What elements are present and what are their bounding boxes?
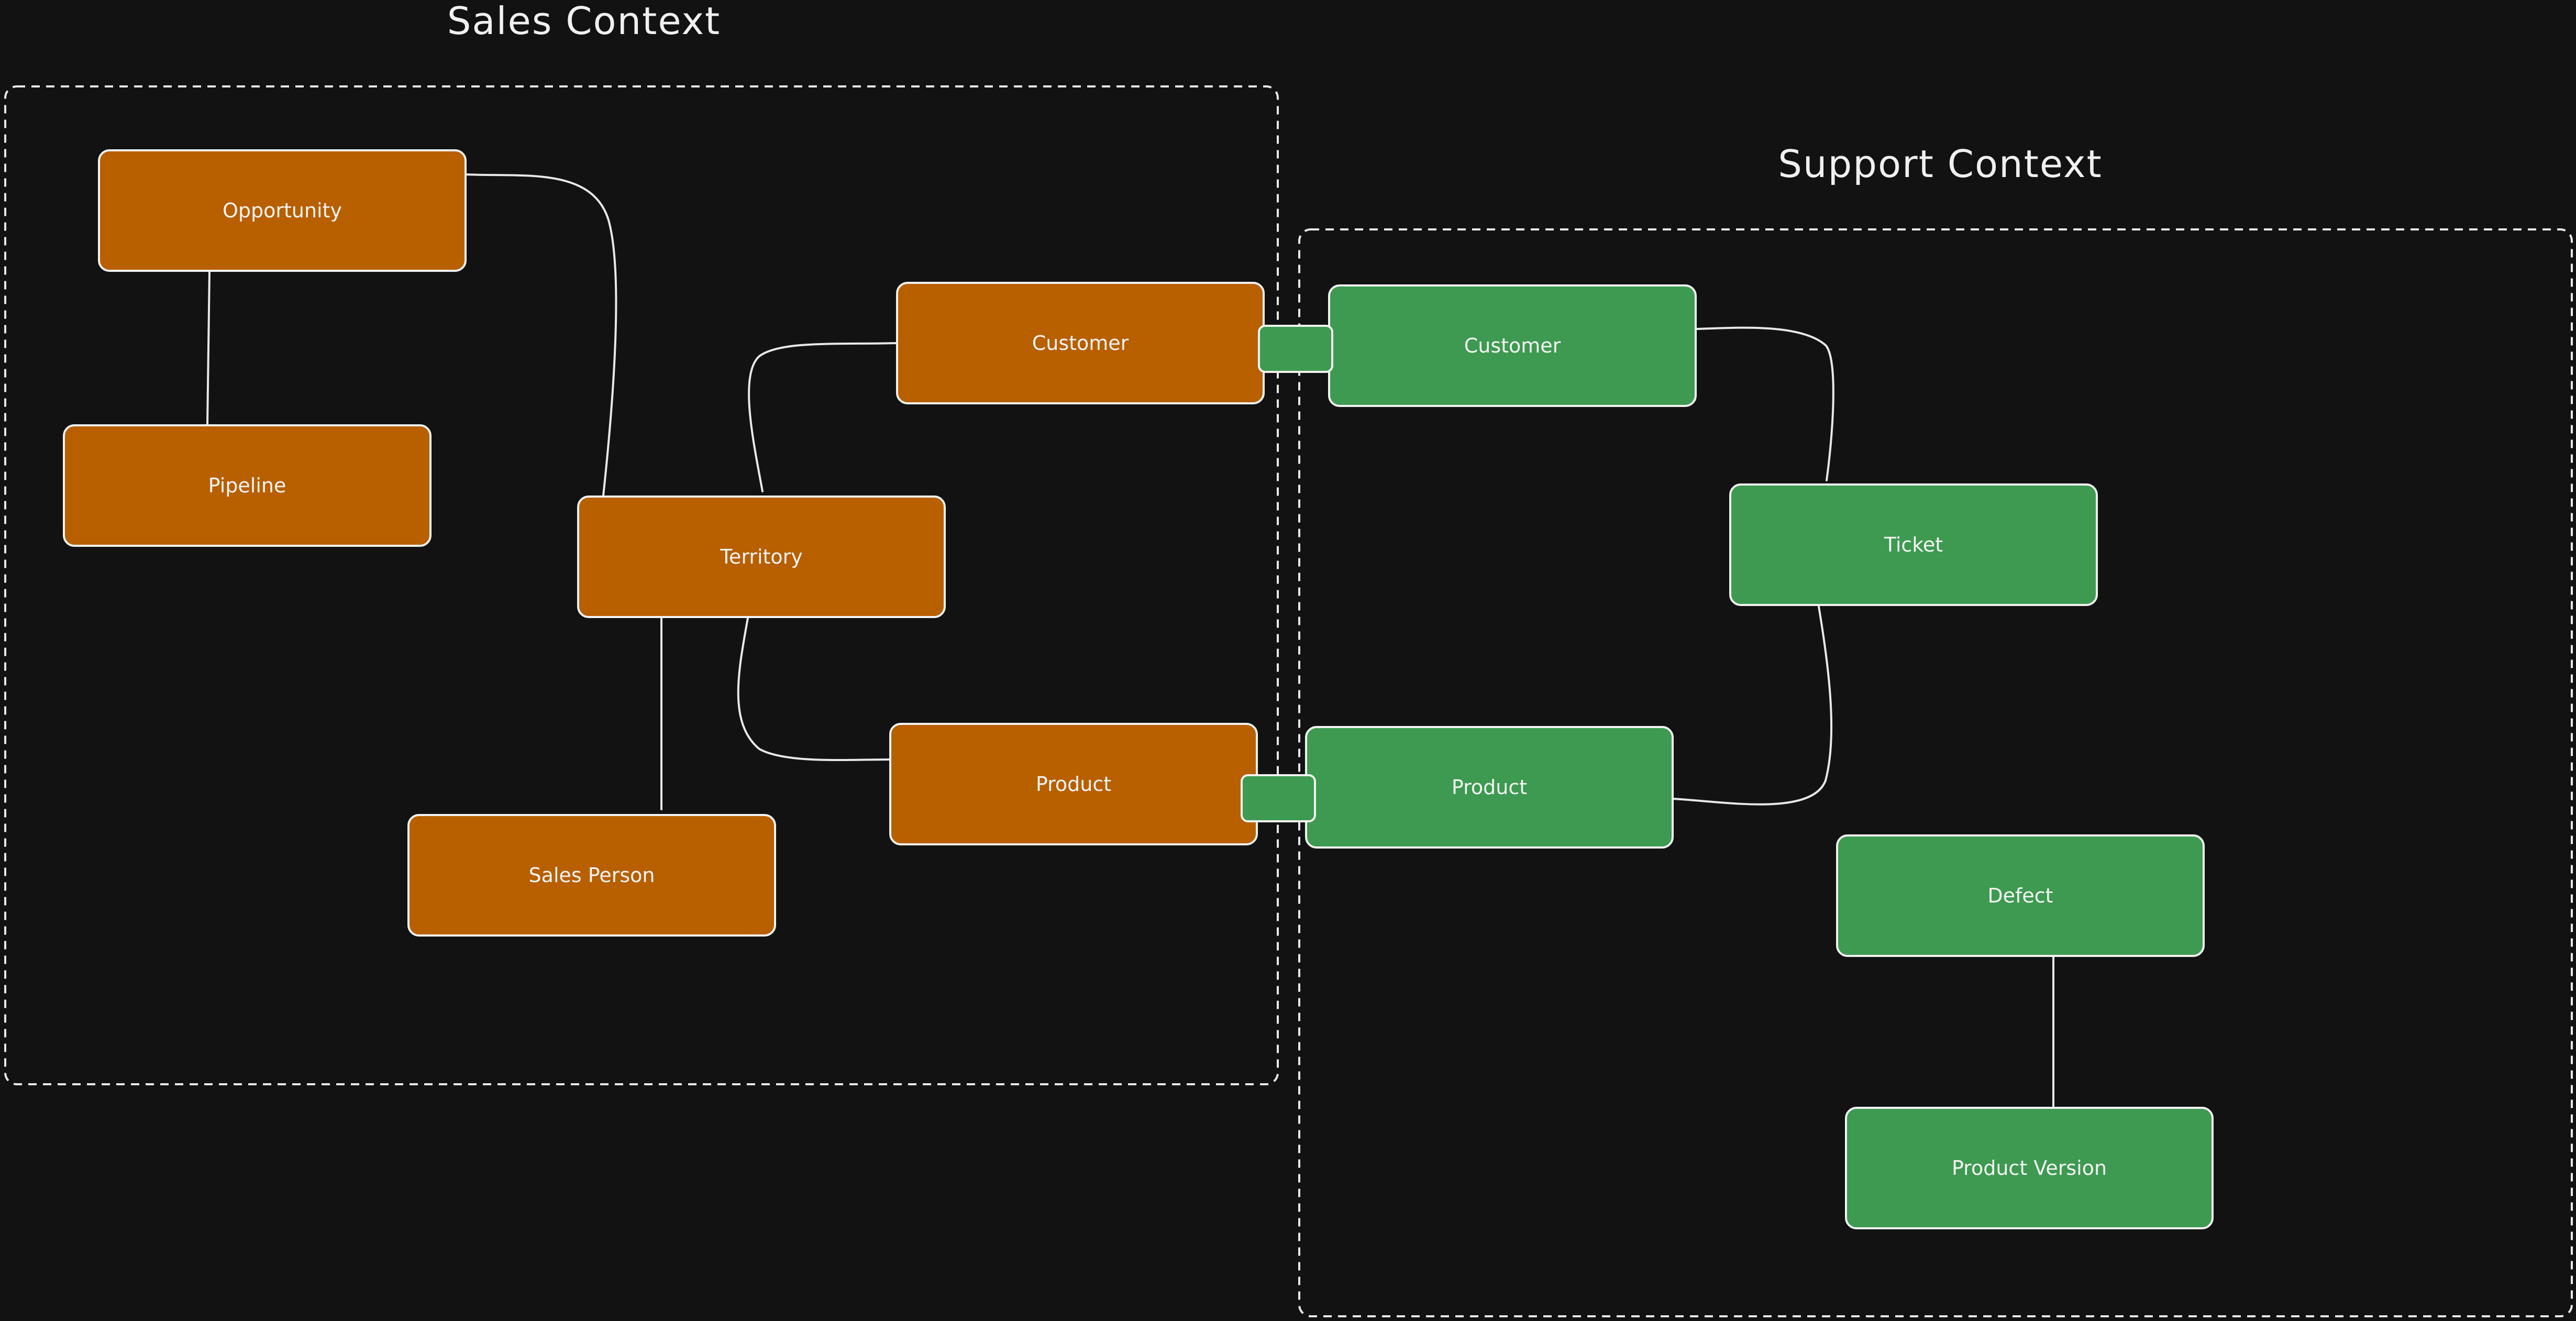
edge-territory-product xyxy=(737,617,891,762)
edge-customer-territory xyxy=(748,342,898,492)
node-label: Product Version xyxy=(1952,1157,2107,1180)
node-label: Territory xyxy=(720,545,803,568)
edge-opportunity-pipeline xyxy=(206,270,211,425)
node-label: Customer xyxy=(1464,334,1561,357)
node-sales-pipeline[interactable]: Pipeline xyxy=(63,424,432,547)
node-support-product[interactable]: Product xyxy=(1305,726,1674,849)
node-sales-product[interactable]: Product xyxy=(889,723,1258,845)
node-label: Pipeline xyxy=(208,474,286,497)
node-sales-sales-person[interactable]: Sales Person xyxy=(407,814,776,937)
node-label: Opportunity xyxy=(223,199,342,222)
node-support-product-version[interactable]: Product Version xyxy=(1845,1107,2214,1229)
support-context-title: Support Context xyxy=(1778,142,2103,186)
node-label: Product xyxy=(1036,773,1111,796)
node-label: Product xyxy=(1452,776,1527,799)
edge-opportunity-territory xyxy=(465,173,617,497)
node-sales-opportunity[interactable]: Opportunity xyxy=(98,149,467,272)
edge-customer-ticket xyxy=(1695,326,1834,481)
edge-ticket-product xyxy=(1672,606,1833,806)
node-sales-customer[interactable]: Customer xyxy=(896,282,1265,404)
sales-context-title: Sales Context xyxy=(447,0,721,43)
node-label: Customer xyxy=(1032,332,1129,355)
node-support-customer[interactable]: Customer xyxy=(1328,284,1697,407)
node-label: Sales Person xyxy=(529,864,655,887)
node-support-ticket[interactable]: Ticket xyxy=(1729,483,2098,606)
node-support-defect[interactable]: Defect xyxy=(1836,834,2205,957)
shared-customer-connector[interactable] xyxy=(1258,325,1333,373)
node-label: Defect xyxy=(1987,884,2053,907)
shared-product-connector[interactable] xyxy=(1241,774,1316,822)
node-sales-territory[interactable]: Territory xyxy=(577,496,946,618)
node-label: Ticket xyxy=(1884,533,1943,556)
